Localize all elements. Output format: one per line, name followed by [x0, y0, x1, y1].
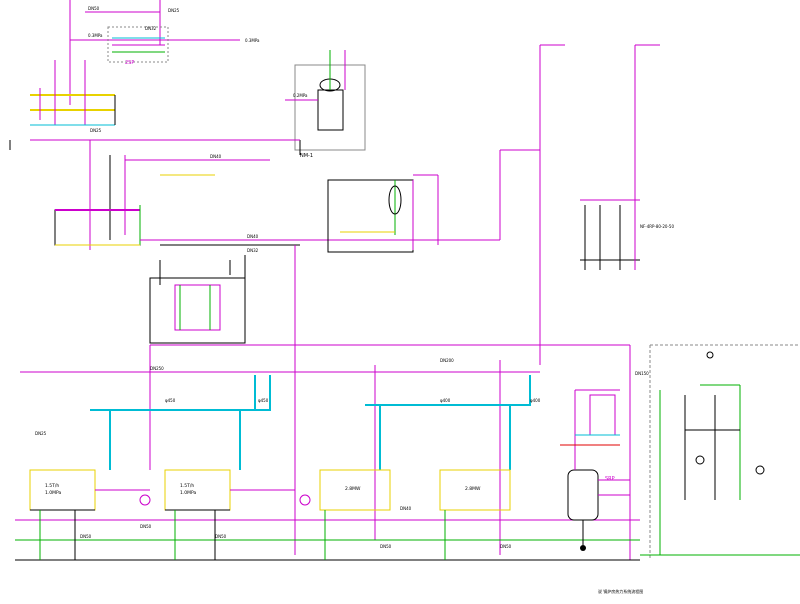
deaerator-label: SRP: [605, 476, 615, 482]
header-label-3: DN150: [635, 371, 649, 376]
label-top-6: DN25: [90, 128, 102, 133]
separator-unit: [285, 50, 366, 155]
bottom-label-3: DN40: [400, 506, 412, 511]
valve-group-label: 2SP: [125, 60, 134, 66]
boiler-1-capacity: 1.5T/h: [45, 483, 59, 489]
flue-label-2: φ450: [258, 398, 269, 403]
boiler-1-pressure: 1.0MPa: [45, 490, 62, 496]
bottom-label-5: DN50: [500, 544, 512, 549]
flue-label-1: φ450: [165, 398, 176, 403]
main-header: [20, 245, 631, 560]
boiler-labels: 1.5T/h 1.0MPa 1.5T/h 1.0MPa 2.8MW 2.8MW: [45, 483, 481, 496]
separator-label: NM-1: [300, 153, 313, 159]
deaerator: [560, 389, 630, 551]
boiler-2-pressure: 1.0MPa: [180, 490, 197, 496]
top-labels: DN50 DN25 0.3MPa 0.3MPa DN32 DN25 2SP: [88, 6, 260, 133]
boiler-4-capacity: 2.8MW: [465, 486, 481, 492]
pump-group-label: NF-4RP-80-20-50: [640, 224, 674, 229]
boiler-3: [319, 469, 391, 511]
boiler-2: [164, 469, 231, 511]
boiler-4: [439, 469, 511, 511]
bottom-labels: DN50 DN50 DN40 DN50 DN50 DN50: [80, 506, 512, 549]
tank-area: [54, 139, 540, 344]
left-side-label: DN25: [35, 431, 47, 436]
boiler-1: [29, 469, 96, 511]
top-makeup-group: [9, 0, 240, 150]
right-area: [640, 344, 800, 560]
label-top-1: DN50: [88, 6, 100, 11]
flue-ducts: [90, 375, 531, 470]
main-header-labels: DN200 DN250 DN150: [150, 358, 649, 376]
flue-label-4: φ400: [530, 398, 541, 403]
label-top-3: 0.3MPa: [88, 33, 103, 38]
tank-labels: DN40 DN40 DN32: [210, 154, 259, 253]
exchanger-unit: [327, 174, 439, 253]
tank-label-1: DN40: [247, 234, 259, 239]
label-top-4: 0.3MPa: [245, 38, 260, 43]
separator-pressure: 0.2MPa: [293, 93, 308, 98]
bottom-label-4: DN50: [380, 544, 392, 549]
flue-duct-2: [230, 375, 256, 411]
flue-labels: φ450 φ450 φ400 φ400: [165, 398, 541, 403]
label-top-5: DN32: [145, 26, 157, 31]
tank-label-3: DN32: [247, 248, 259, 253]
flue-duct-1: [90, 375, 271, 411]
tank-label-2: DN40: [210, 154, 222, 159]
right-risers: [539, 44, 660, 365]
boiler-pipes: [15, 489, 640, 561]
boiler-3-capacity: 2.8MW: [345, 486, 361, 492]
header-label-1: DN200: [440, 358, 454, 363]
caption: 说 锅炉房热力系统流程图: [598, 588, 643, 594]
label-top-2: DN25: [168, 8, 180, 13]
bottom-label-6: DN50: [140, 524, 152, 529]
bottom-label-2: DN50: [215, 534, 227, 539]
bottom-label-1: DN50: [80, 534, 92, 539]
header-label-2: DN250: [150, 366, 164, 371]
boiler-2-capacity: 1.5T/h: [180, 483, 194, 489]
flue-label-3: φ400: [440, 398, 451, 403]
flue-duct-4: [395, 375, 531, 406]
